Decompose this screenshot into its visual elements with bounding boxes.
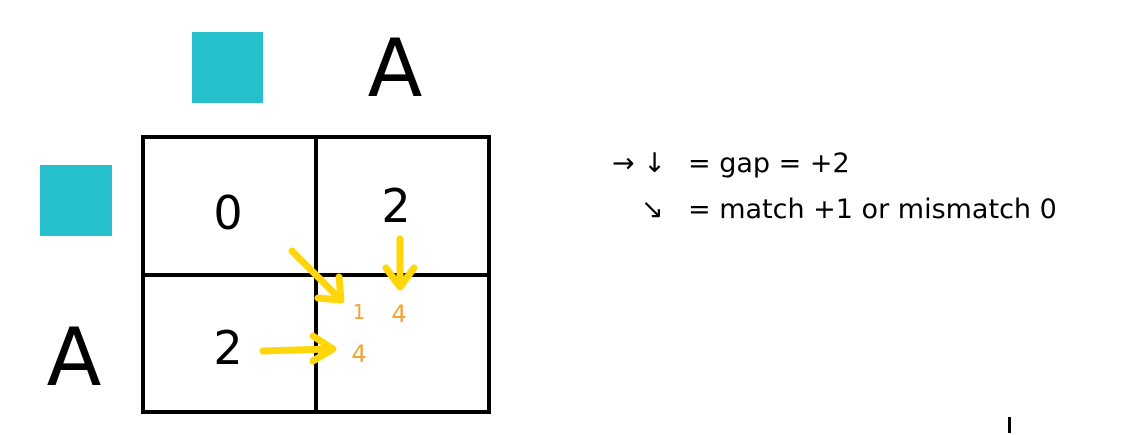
legend-diagonal-arrow-icon: ↘ xyxy=(641,194,664,225)
legend: → ↓ = gap = +2 ↘ = match +1 or mismatch … xyxy=(612,148,1057,225)
legend-gap-arrows-icon: → ↓ xyxy=(612,148,666,179)
legend-gap-rule: = gap = +2 xyxy=(688,148,850,179)
candidate-from-left-score: 4 xyxy=(351,340,366,368)
left-teal-square-icon xyxy=(40,165,112,236)
cell-bottom-left: 2 xyxy=(213,321,242,375)
candidate-diagonal-score: 1 xyxy=(353,300,366,324)
top-teal-square-icon xyxy=(192,32,263,103)
diagonal-arrow-icon xyxy=(288,247,345,304)
legend-match-rule: = match +1 or mismatch 0 xyxy=(688,194,1057,225)
candidate-from-above-score: 4 xyxy=(391,300,406,328)
cell-top-left: 0 xyxy=(213,186,242,240)
cell-top-right: 2 xyxy=(381,179,410,233)
right-arrow-icon xyxy=(259,332,337,365)
down-arrow-icon xyxy=(382,235,418,291)
left-header-letter: A xyxy=(47,311,102,404)
top-header-letter: A xyxy=(368,22,423,115)
text-cursor-mark xyxy=(1008,417,1011,433)
